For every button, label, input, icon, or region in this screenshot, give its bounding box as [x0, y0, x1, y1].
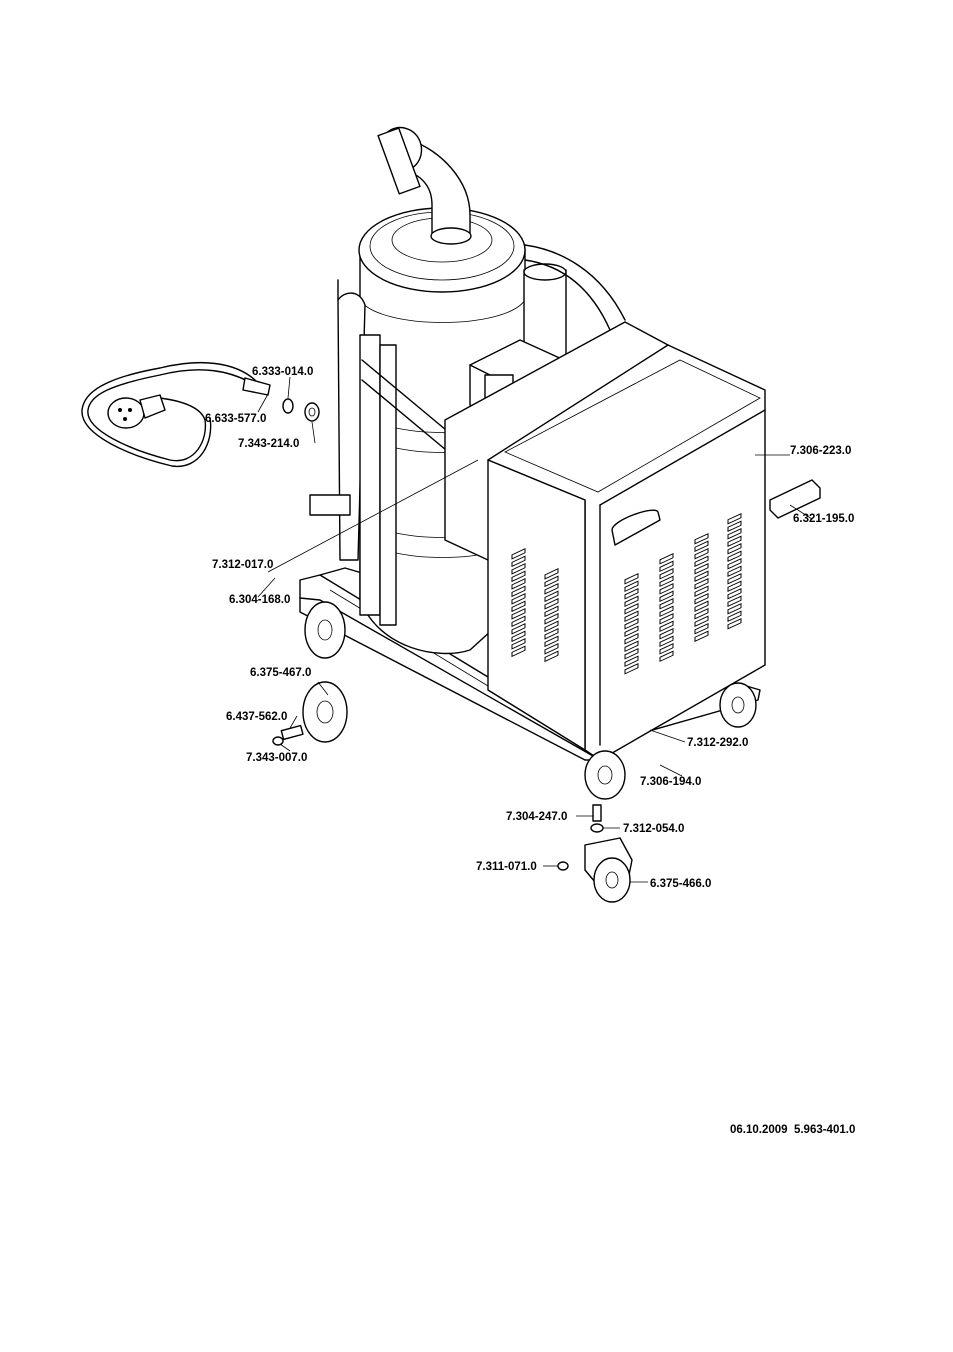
label-6633-577: 6.633-577.0 [205, 413, 266, 425]
label-7306-194: 7.306-194.0 [640, 776, 701, 788]
label-7304-247: 7.304-247.0 [506, 811, 567, 823]
label-6304-168: 6.304-168.0 [229, 594, 290, 606]
label-6321-195: 6.321-195.0 [793, 513, 854, 525]
label-6333-014: 6.333-014.0 [252, 366, 313, 378]
footer-doc-number: 5.963-401.0 [794, 1124, 855, 1136]
label-6375-467: 6.375-467.0 [250, 667, 311, 679]
label-7311-071: 7.311-071.0 [476, 861, 537, 873]
footer-date: 06.10.2009 [730, 1124, 788, 1136]
label-7343-007: 7.343-007.0 [246, 752, 307, 764]
label-7306-223: 7.306-223.0 [790, 445, 851, 457]
footer-doc-info: 06.10.2009 5.963-401.0 [730, 1124, 855, 1136]
label-7312-292: 7.312-292.0 [687, 737, 748, 749]
label-6437-562: 6.437-562.0 [226, 711, 287, 723]
label-7312-054: 7.312-054.0 [623, 823, 684, 835]
label-7343-214: 7.343-214.0 [238, 438, 299, 450]
vacuum-machine-drawing [82, 128, 820, 902]
label-6375-466: 6.375-466.0 [650, 878, 711, 890]
label-7312-017: 7.312-017.0 [212, 559, 273, 571]
